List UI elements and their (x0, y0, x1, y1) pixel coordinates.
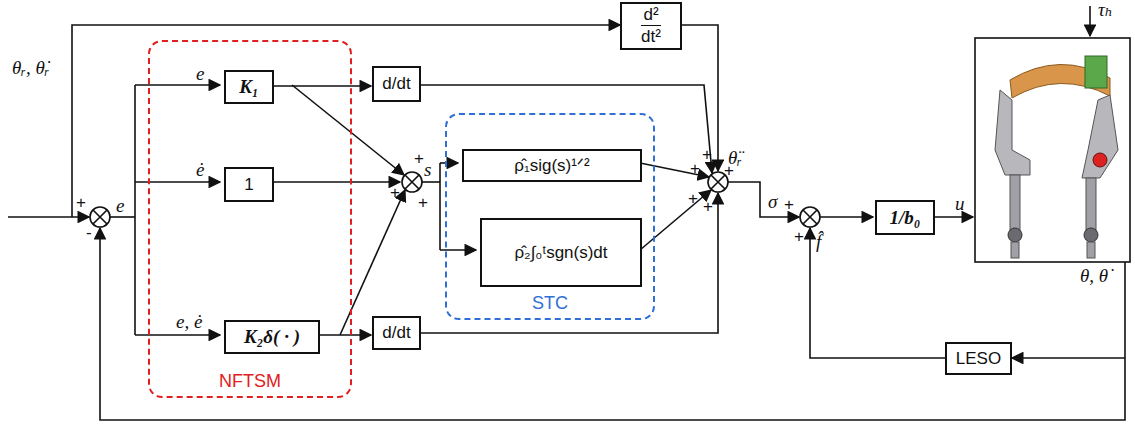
hip-joint (1093, 153, 1107, 167)
motor-board (1085, 56, 1107, 88)
summing-junction (90, 207, 110, 227)
signal-label: τₕ (1098, 0, 1113, 21)
signal-arrow (320, 334, 371, 336)
block-text: K₁ (239, 76, 258, 98)
wire (440, 162, 458, 164)
derivative-block: d/dt (372, 316, 421, 350)
plant-frame (975, 38, 1130, 262)
gain-block: K₁ (224, 70, 274, 104)
block-text: NFTSM (219, 371, 281, 392)
integral-block: ρ̂₂∫₀ᵗsgn(s)dt (480, 218, 642, 287)
wire (110, 216, 135, 218)
sig-block: ρ̂₁sig(s)¹ᐟ² (462, 149, 642, 182)
signal-label: θ, θ̇ (1080, 266, 1108, 287)
leso-block: LESO (945, 342, 1012, 375)
stc-region: STC ρ̂₁sig(s)¹ᐟ² ρ̂₂∫₀ᵗsgn(s)dt (445, 113, 655, 320)
derivative-block: d/dt (372, 66, 421, 102)
wire (340, 190, 405, 335)
block-text: d/dt (382, 323, 410, 343)
block-text: ρ̂₁sig(s)¹ᐟ² (514, 156, 589, 176)
block-text: K₂δ( · ) (244, 326, 300, 348)
wire (8, 216, 89, 218)
sign-label: + (688, 190, 698, 209)
sign-label: + (690, 160, 700, 179)
thigh-link (1086, 178, 1096, 230)
block-text: 1 (244, 175, 253, 195)
wire (272, 181, 400, 183)
block-text: dt² (641, 25, 661, 47)
knee-joint (1084, 228, 1098, 242)
nonlinear-gain-block: K₂δ( · ) (224, 320, 320, 354)
nftsm-region: NFTSM K₁ 1K₂δ( · ) (148, 40, 352, 398)
sign-label: - (86, 224, 92, 243)
second-derivative-block: d²dt² (620, 2, 682, 50)
wire (134, 85, 136, 335)
block-text: LESO (956, 349, 1001, 369)
sign-label: + (418, 194, 428, 213)
wire (439, 163, 441, 250)
wire (810, 228, 945, 358)
sign-label: + (390, 184, 400, 203)
wire (640, 190, 711, 250)
sign-label: + (414, 150, 424, 169)
wire (728, 182, 799, 217)
wire (820, 216, 873, 218)
signal-label: e (116, 196, 124, 217)
wire (72, 25, 620, 217)
block-text: ρ̂₂∫₀ᵗsgn(s)dt (514, 243, 607, 263)
wire (422, 181, 440, 183)
wire (1012, 357, 1125, 359)
inverse-gain-block: 1/b₀ (875, 200, 935, 235)
hip-frame (995, 90, 1030, 175)
signal-arrow (274, 85, 371, 87)
summing-junction (402, 172, 422, 192)
exoskeleton-illustration (975, 38, 1130, 262)
signal-label: e (196, 64, 204, 85)
gain-block: 1 (224, 167, 274, 202)
summing-junction (800, 207, 820, 227)
signal-label: e, ė (176, 312, 202, 333)
sign-label: + (76, 194, 86, 213)
signal-label: θᵣ, θ̇ᵣ (12, 58, 50, 79)
signal-label: ė (196, 160, 204, 181)
hip-frame (1082, 95, 1118, 178)
shank-link (1087, 242, 1095, 258)
knee-joint (1008, 228, 1022, 242)
sign-label: + (784, 196, 794, 215)
wire (1089, 6, 1091, 36)
block-text: d² (643, 5, 658, 25)
wire (935, 216, 973, 218)
wire (421, 193, 718, 333)
signal-label: u (955, 194, 965, 215)
signal-label: θ̈ᵣ (728, 148, 742, 169)
signal-label: σ (768, 192, 777, 213)
block-text: d/dt (382, 74, 410, 94)
signal-label: f̂ (816, 232, 821, 253)
thigh-link (1010, 175, 1020, 230)
sign-label: + (703, 198, 713, 217)
sign-label: + (702, 146, 712, 165)
block-text: 1/b₀ (890, 207, 921, 229)
sign-label: + (794, 228, 804, 247)
shank-link (1011, 242, 1019, 258)
wire (682, 25, 718, 171)
signal-label: s (424, 160, 431, 181)
block-text: STC (532, 293, 568, 314)
signal-wires (8, 6, 1125, 420)
summing-junctions (90, 172, 820, 227)
